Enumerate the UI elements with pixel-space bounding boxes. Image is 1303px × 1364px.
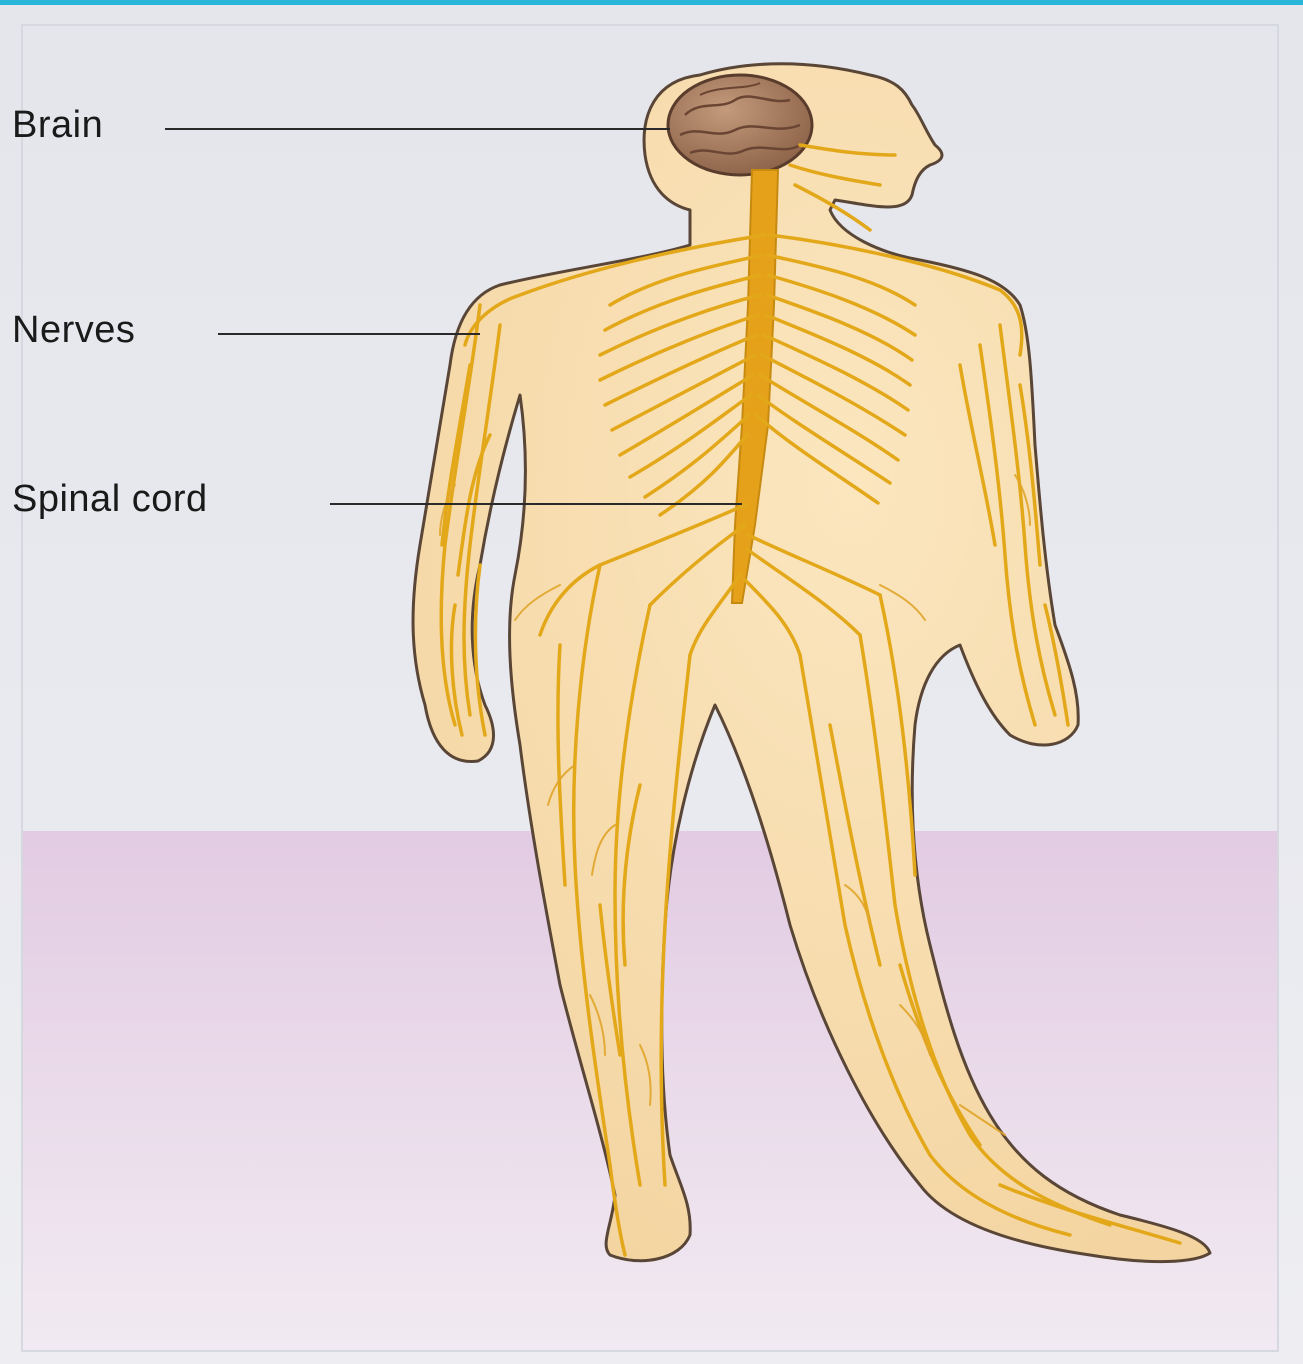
brain-organ [668,75,812,175]
nervous-system-illustration [0,5,1303,1364]
label-spinal-cord: Spinal cord [12,480,208,518]
label-brain: Brain [12,106,103,144]
leader-line-spinal-cord [330,503,742,505]
leader-line-brain [165,128,670,130]
label-nerves: Nerves [12,311,135,349]
leader-line-nerves [218,333,480,335]
